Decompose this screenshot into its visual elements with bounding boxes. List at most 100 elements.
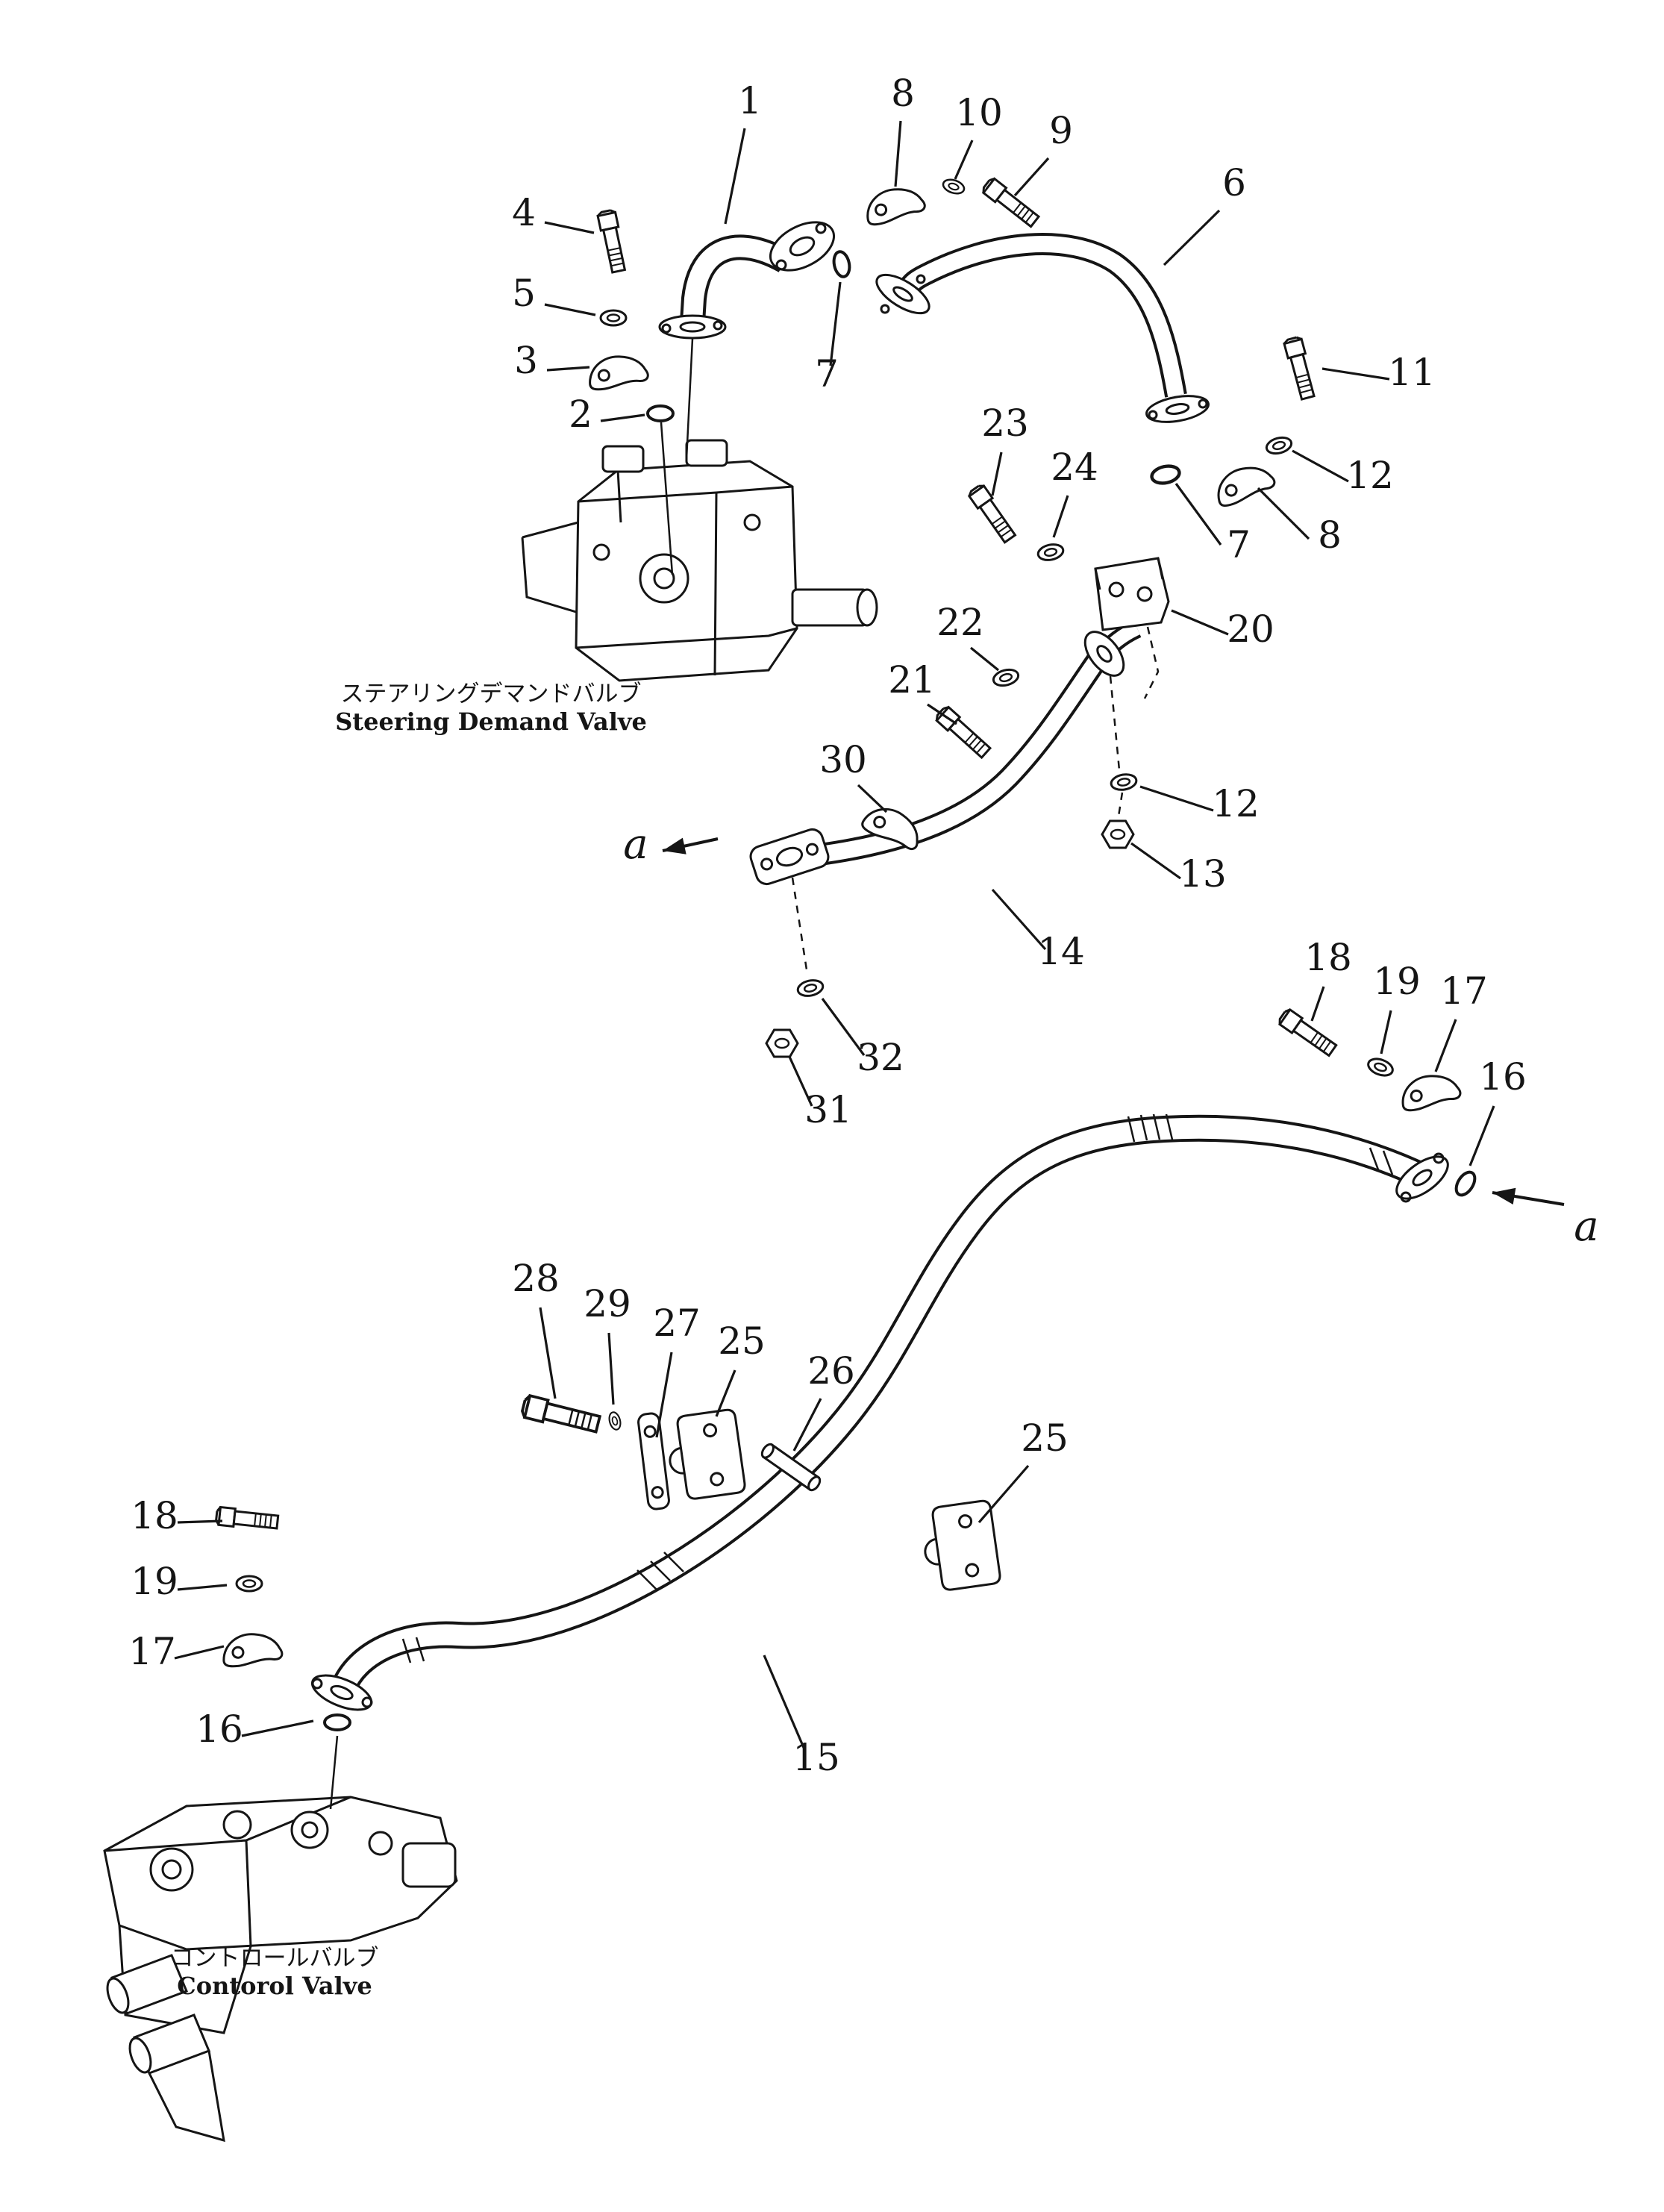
oring-part-16b bbox=[323, 1713, 351, 1731]
bolt-part-11 bbox=[1282, 335, 1318, 402]
clamp-part-3 bbox=[585, 351, 651, 393]
leader-line-part-11 bbox=[1321, 367, 1390, 381]
part-number-4: 4 bbox=[512, 191, 536, 234]
nut-part-13 bbox=[1101, 819, 1135, 849]
clamp-part-17a bbox=[1397, 1069, 1463, 1113]
leader-line-part-18 bbox=[177, 1519, 223, 1524]
leader-line-part-8 bbox=[1257, 487, 1310, 540]
part-number-15: 15 bbox=[792, 1736, 840, 1779]
view-label-1: a bbox=[1574, 1202, 1598, 1251]
part-number-27: 27 bbox=[653, 1302, 701, 1345]
part-number-19: 19 bbox=[1373, 960, 1421, 1003]
flanges bbox=[310, 221, 1449, 1711]
leader-line-part-16 bbox=[1468, 1105, 1495, 1166]
leader-line-part-17 bbox=[1434, 1019, 1457, 1072]
leader-line-part-19 bbox=[177, 1584, 228, 1591]
view-label-0: a bbox=[623, 820, 648, 869]
part-number-7: 7 bbox=[1227, 523, 1251, 566]
part-number-16: 16 bbox=[196, 1708, 243, 1751]
leader-line-part-9 bbox=[1013, 157, 1050, 197]
leader-line-part-30 bbox=[857, 784, 888, 813]
part-number-11: 11 bbox=[1388, 351, 1436, 394]
washer-part-24 bbox=[1035, 541, 1066, 563]
ring-part-29 bbox=[607, 1410, 623, 1432]
part-number-31: 31 bbox=[804, 1088, 852, 1131]
leader-line-part-22 bbox=[969, 646, 1000, 672]
control-valve-label-jp: コントロールバルブ bbox=[171, 1945, 379, 1972]
leader-line-part-16 bbox=[241, 1719, 314, 1737]
leader-line-part-4 bbox=[544, 221, 595, 234]
part-number-3: 3 bbox=[514, 339, 538, 382]
part-number-18: 18 bbox=[1304, 936, 1352, 979]
small-parts bbox=[214, 175, 1480, 1731]
washer-part-12a bbox=[1263, 434, 1295, 457]
control-valve bbox=[103, 1796, 458, 2143]
bolt-part-4 bbox=[595, 208, 629, 275]
part-number-16: 16 bbox=[1479, 1055, 1527, 1099]
pipe-lines bbox=[331, 233, 1422, 1694]
part-number-5: 5 bbox=[512, 272, 536, 315]
part-number-10: 10 bbox=[955, 91, 1003, 134]
pin-part-26 bbox=[760, 1443, 822, 1492]
leader-line-part-25 bbox=[715, 1369, 736, 1417]
steering-valve-label-jp: ステアリングデマンドバルブ bbox=[341, 681, 642, 707]
washer-part-19b bbox=[235, 1575, 263, 1593]
part-number-17: 17 bbox=[1440, 969, 1488, 1013]
leader-line-part-6 bbox=[1163, 209, 1221, 266]
view-arrow-head-0 bbox=[663, 837, 686, 855]
part-number-21: 21 bbox=[888, 658, 936, 702]
part-number-12: 12 bbox=[1346, 454, 1394, 497]
part-number-24: 24 bbox=[1051, 446, 1098, 489]
leader-line-part-14 bbox=[991, 888, 1047, 951]
part-number-32: 32 bbox=[857, 1036, 904, 1079]
leader-line-part-32 bbox=[821, 998, 866, 1056]
leader-line-part-29 bbox=[607, 1332, 615, 1405]
leader-line-part-31 bbox=[788, 1056, 813, 1107]
leader-line-part-8 bbox=[894, 120, 902, 187]
bolt-part-18b bbox=[214, 1505, 280, 1532]
leader-line-part-27 bbox=[655, 1352, 673, 1438]
leader-line-part-25 bbox=[978, 1464, 1030, 1524]
part-number-25: 25 bbox=[718, 1319, 766, 1363]
leader-line-part-10 bbox=[954, 140, 974, 180]
washer-part-32 bbox=[795, 977, 826, 999]
part-number-9: 9 bbox=[1049, 109, 1073, 152]
part-number-25: 25 bbox=[1021, 1416, 1069, 1460]
leader-line-part-5 bbox=[544, 303, 596, 316]
part-number-2: 2 bbox=[569, 393, 592, 436]
plate-part-27 bbox=[637, 1412, 670, 1510]
view-arrow-head-1 bbox=[1492, 1187, 1516, 1205]
part-number-28: 28 bbox=[512, 1257, 560, 1300]
view-marker-layer: aa bbox=[623, 820, 1598, 1251]
bolt-part-9 bbox=[980, 175, 1042, 230]
part-number-1: 1 bbox=[738, 79, 762, 122]
leader-line-part-12 bbox=[1292, 449, 1349, 483]
part-number-6: 6 bbox=[1222, 161, 1246, 204]
part-number-14: 14 bbox=[1037, 930, 1085, 973]
oring-part-7a bbox=[830, 249, 854, 280]
assembly-lines bbox=[329, 338, 1160, 1810]
part-number-13: 13 bbox=[1179, 852, 1227, 896]
part-number-12: 12 bbox=[1212, 782, 1260, 825]
block-part-25a bbox=[663, 1408, 747, 1503]
part-number-17: 17 bbox=[128, 1630, 176, 1673]
leader-line-part-13 bbox=[1130, 842, 1181, 880]
oring-part-7b bbox=[1150, 463, 1180, 485]
leader-line-part-2 bbox=[600, 413, 645, 422]
washer-part-22 bbox=[990, 666, 1022, 690]
washer-part-5 bbox=[599, 309, 628, 327]
clamp-part-8a bbox=[861, 181, 928, 228]
part-number-30: 30 bbox=[819, 738, 867, 781]
leader-line-part-17 bbox=[174, 1645, 225, 1660]
part-number-8: 8 bbox=[1318, 513, 1342, 557]
part-number-8: 8 bbox=[891, 72, 915, 115]
washer-part-19a bbox=[1365, 1055, 1396, 1080]
part-number-19: 19 bbox=[131, 1560, 178, 1603]
leader-line-part-1 bbox=[724, 128, 746, 225]
bolt-part-21 bbox=[933, 704, 993, 761]
washer-part-10 bbox=[940, 176, 967, 197]
leader-line-part-26 bbox=[792, 1398, 822, 1452]
washer-part-12b bbox=[1109, 771, 1139, 793]
